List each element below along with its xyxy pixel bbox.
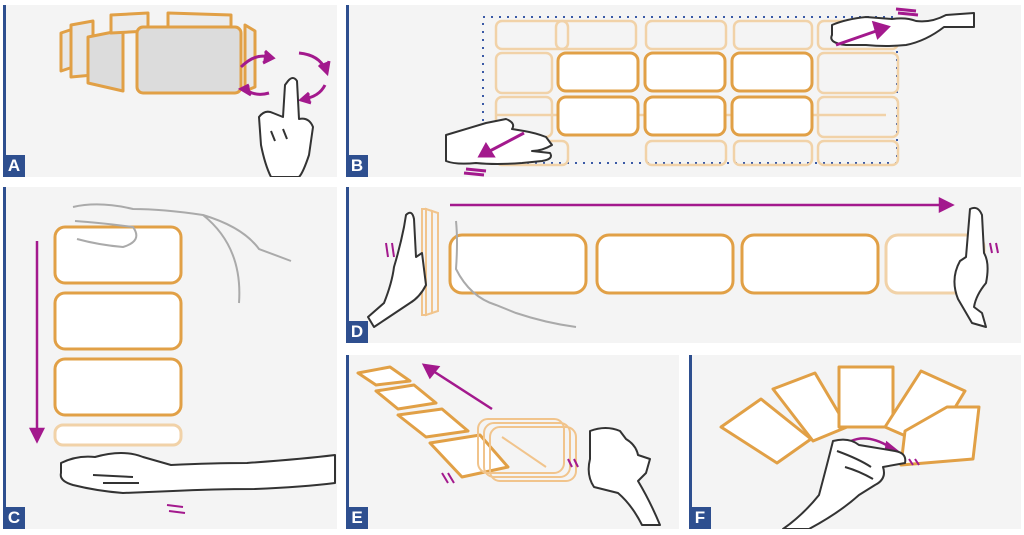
panel-c: C: [3, 187, 337, 529]
pinching-hand-icon: [587, 427, 661, 526]
panel-d: D: [346, 187, 1021, 343]
panel-b-illustration: [445, 7, 975, 177]
push-motion-lines: [385, 242, 999, 258]
panel-d-illustration: [367, 196, 999, 328]
fanned-ghost-cards: [477, 418, 577, 482]
fan-cards: [719, 365, 981, 467]
panel-label-c: C: [3, 507, 25, 529]
vertical-list-cards: [53, 225, 183, 447]
left-hand-icon: [367, 211, 427, 328]
right-hand-icon: [953, 206, 989, 328]
panel-e-illustration: [356, 363, 661, 526]
horizontal-list-cards: [448, 233, 986, 295]
diagonal-stack-cards: [356, 365, 510, 479]
flat-hand-icon: [59, 452, 336, 494]
panel-b: B: [346, 5, 1021, 177]
panel-label-f: F: [689, 507, 711, 529]
rotate-arrows: [237, 49, 331, 105]
panel-f-illustration: [719, 365, 981, 529]
swipe-arrow: [450, 196, 955, 214]
panel-label-a: A: [3, 155, 25, 177]
panel-f: F: [689, 355, 1021, 529]
scroll-arrow: [28, 241, 46, 444]
grid-active-cards: [556, 51, 814, 137]
flick-motion-lines: [441, 458, 579, 484]
flick-arrow: [421, 363, 493, 411]
panel-e: E: [346, 355, 679, 529]
open-hand-icon: [445, 12, 975, 165]
panel-label-b: B: [346, 155, 368, 177]
stacked-edge-cards: [421, 207, 439, 317]
panel-label-e: E: [346, 507, 368, 529]
pan-arrows: [463, 7, 919, 177]
panel-a: A: [3, 5, 337, 177]
ghost-hand-icon: [454, 220, 577, 328]
panel-label-d: D: [346, 321, 368, 343]
panel-a-illustration: [59, 11, 331, 177]
scroll-motion-lines: [166, 504, 186, 514]
carousel-cards: [59, 11, 257, 95]
ghost-hand-icon: [72, 203, 292, 304]
pointing-hand-icon: [258, 77, 314, 177]
panel-c-illustration: [28, 203, 336, 514]
rotating-hand-icon: [782, 438, 907, 529]
rotate-motion-lines: [908, 458, 920, 466]
